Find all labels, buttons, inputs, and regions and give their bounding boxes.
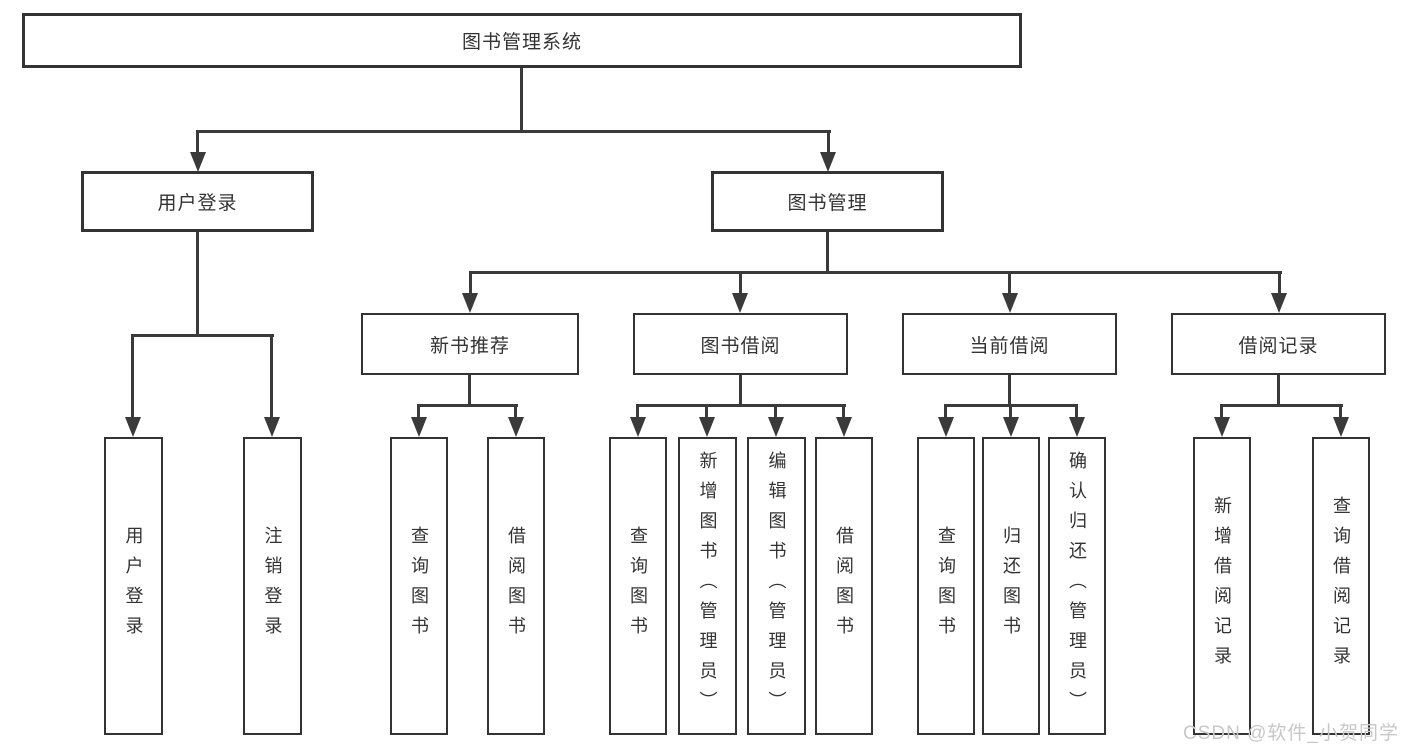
node-label: 图书管理 [787,193,868,214]
leaf-query-books-borrowing: 查询图书 [609,437,667,735]
connector-segment [1008,271,1011,295]
connector-segment [469,271,472,295]
arrowhead-down-icon [938,417,954,437]
node-book-management: 图书管理 [711,171,944,232]
connector-segment [1277,375,1280,407]
connector-segment [270,334,273,419]
connector-segment [514,404,517,420]
leaf-add-borrow-record: 新增借阅记录 [1193,437,1251,735]
connector-segment [842,404,845,420]
leaf-edit-book-admin: 编辑图书（管理员） [747,437,806,735]
leaf-borrow-books-recommend: 借阅图书 [487,437,545,735]
arrowhead-down-icon [264,417,280,437]
connector-segment [196,232,199,337]
arrowhead-down-icon [836,417,852,437]
connector-segment [826,232,829,274]
connector-segment [739,271,742,295]
node-label: 新增借阅记录 [1212,496,1232,676]
arrowhead-down-icon [768,417,784,437]
node-label: 编辑图书（管理员） [766,451,787,721]
node-label: 归还图书 [1001,526,1021,646]
connector-segment [468,375,471,407]
connector-segment [417,404,420,420]
leaf-user-login: 用户登录 [104,437,163,735]
connector-segment [196,130,199,154]
arrowhead-down-icon [1003,417,1019,437]
connector-segment [827,130,830,154]
connector-segment [1008,375,1011,407]
node-library-management-system: 图书管理系统 [22,13,1022,68]
connector-segment [131,334,274,337]
connector-segment [636,404,846,407]
leaf-return-books: 归还图书 [982,437,1040,735]
connector-segment [520,66,523,132]
arrowhead-down-icon [1214,417,1230,437]
arrowhead-down-icon [190,152,206,172]
node-label: 新增图书（管理员） [697,451,718,721]
node-user-login: 用户登录 [81,171,314,232]
leaf-borrow-books-borrowing: 借阅图书 [815,437,873,735]
arrowhead-down-icon [462,293,478,313]
connector-segment [196,130,831,133]
node-label: 借阅记录 [1238,335,1319,357]
arrowhead-down-icon [732,293,748,313]
arrowhead-down-icon [508,417,524,437]
node-label: 确认归还（管理员） [1067,451,1087,721]
connector-segment [705,404,708,420]
arrowhead-down-icon [1271,293,1287,313]
node-borrowing-records: 借阅记录 [1171,313,1386,375]
connector-segment [944,404,947,420]
arrowhead-down-icon [411,417,427,437]
arrowhead-down-icon [820,152,836,172]
node-label: 借阅图书 [506,526,526,646]
arrowhead-down-icon [630,417,646,437]
node-label: 图书借阅 [700,335,781,357]
connector-segment [1220,404,1343,407]
arrowhead-down-icon [125,417,141,437]
node-label: 新书推荐 [429,335,510,357]
connector-segment [1009,404,1012,420]
connector-segment [774,404,777,420]
leaf-query-books-recommend: 查询图书 [390,437,448,735]
watermark: CSDN @软件_小贺同学 [1183,723,1399,744]
node-label: 查询图书 [409,526,429,646]
node-label: 用户登录 [157,193,238,214]
connector-segment [1339,404,1342,420]
node-label: 用户登录 [123,526,144,646]
connector-segment [1278,271,1281,295]
node-new-book-recommendation: 新书推荐 [361,313,579,375]
arrowhead-down-icon [1069,417,1085,437]
node-label: 查询图书 [936,526,956,646]
node-label: 查询图书 [628,526,648,646]
leaf-query-borrow-record: 查询借阅记录 [1312,437,1370,735]
leaf-add-book-admin: 新增图书（管理员） [678,437,737,735]
connector-segment [1075,404,1078,420]
connector-segment [417,404,518,407]
leaf-logout: 注销登录 [243,437,302,735]
leaf-confirm-return-admin: 确认归还（管理员） [1048,437,1106,735]
arrowhead-down-icon [1333,417,1349,437]
node-label: 借阅图书 [834,526,854,646]
arrowhead-down-icon [699,417,715,437]
leaf-query-books-current: 查询图书 [917,437,975,735]
connector-segment [1220,404,1223,420]
connector-segment [469,271,1282,274]
node-label: 查询借阅记录 [1331,496,1351,676]
node-label: 当前借阅 [969,335,1050,357]
connector-segment [636,404,639,420]
arrowhead-down-icon [1002,293,1018,313]
node-book-borrowing: 图书借阅 [633,313,848,375]
node-label: 注销登录 [262,526,283,646]
node-current-borrowing: 当前借阅 [902,313,1117,375]
node-label: 图书管理系统 [461,32,582,53]
connector-segment [131,334,134,419]
connector-segment [739,375,742,407]
